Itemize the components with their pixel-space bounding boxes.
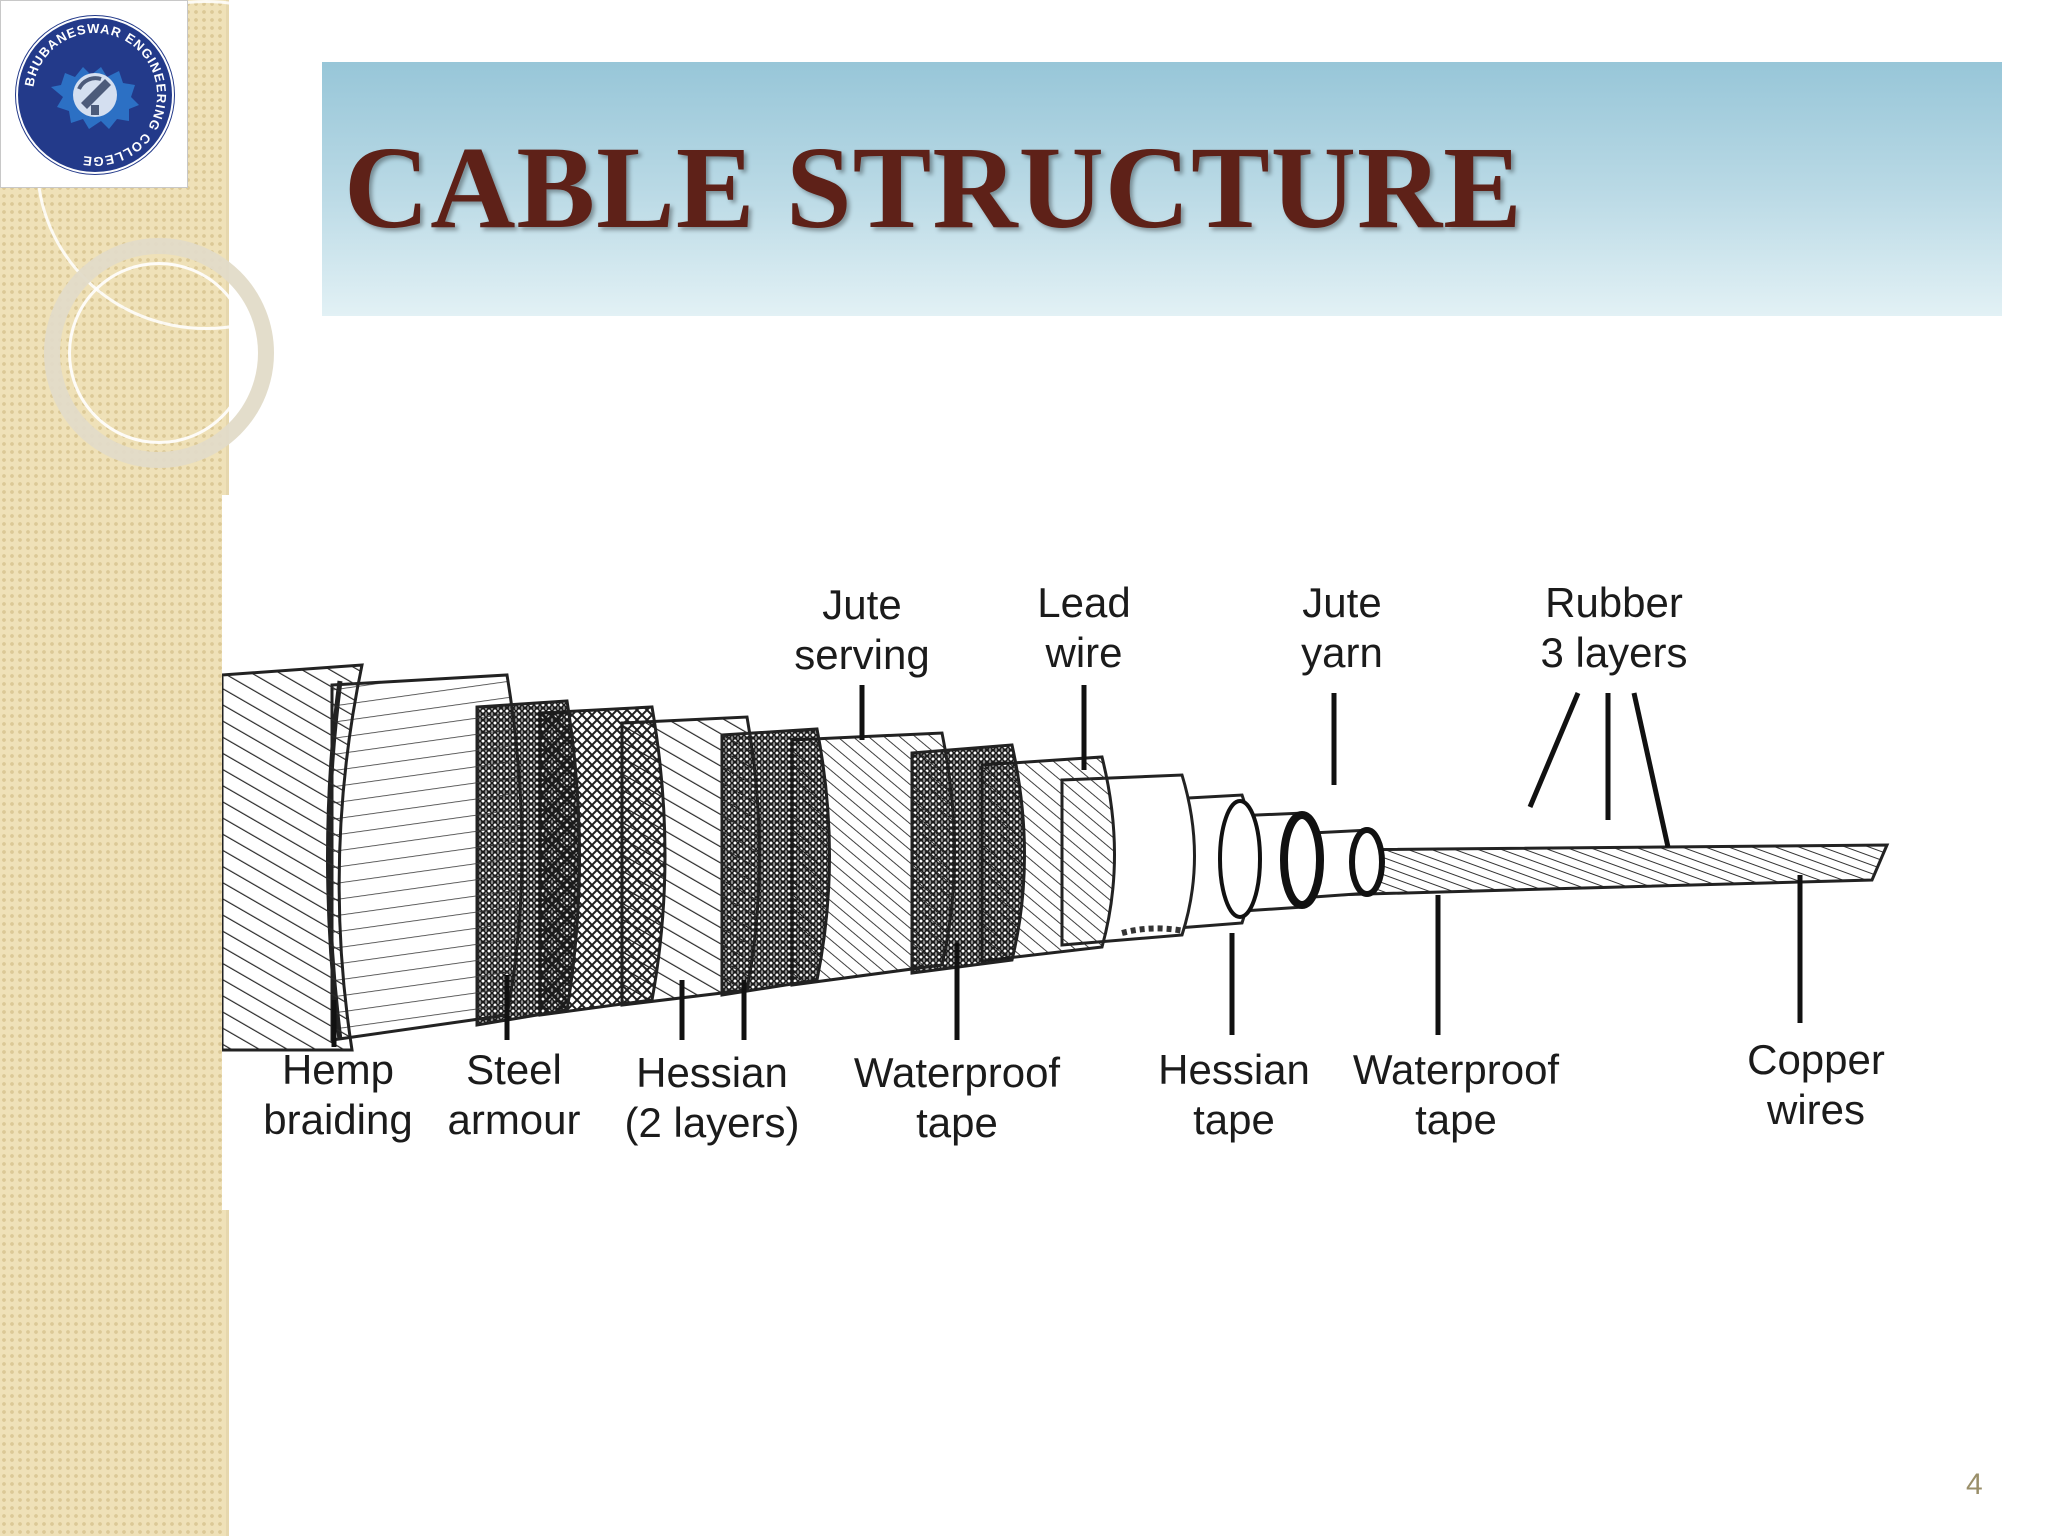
steel-armour-layer bbox=[330, 673, 524, 1042]
leader-lines-top bbox=[859, 685, 1671, 848]
decor-ring-inner bbox=[68, 262, 250, 444]
cable-illustration bbox=[222, 663, 1890, 1052]
hemp-braiding-layer bbox=[222, 663, 364, 1052]
college-logo: BHUBANESWAR ENGINEERING COLLEGE bbox=[0, 0, 188, 188]
leader-lines-bottom bbox=[331, 875, 1803, 1047]
copper-core bbox=[1330, 843, 1890, 897]
college-seal-icon: BHUBANESWAR ENGINEERING COLLEGE bbox=[15, 15, 175, 175]
page-number: 4 bbox=[1966, 1468, 1983, 1501]
slide-title: CABLE STRUCTURE bbox=[344, 122, 1523, 253]
title-banner bbox=[322, 62, 2002, 316]
lead-wire-layer bbox=[790, 731, 956, 987]
label-hessian-2-layers: Hessian(2 layers) bbox=[624, 1049, 800, 1146]
